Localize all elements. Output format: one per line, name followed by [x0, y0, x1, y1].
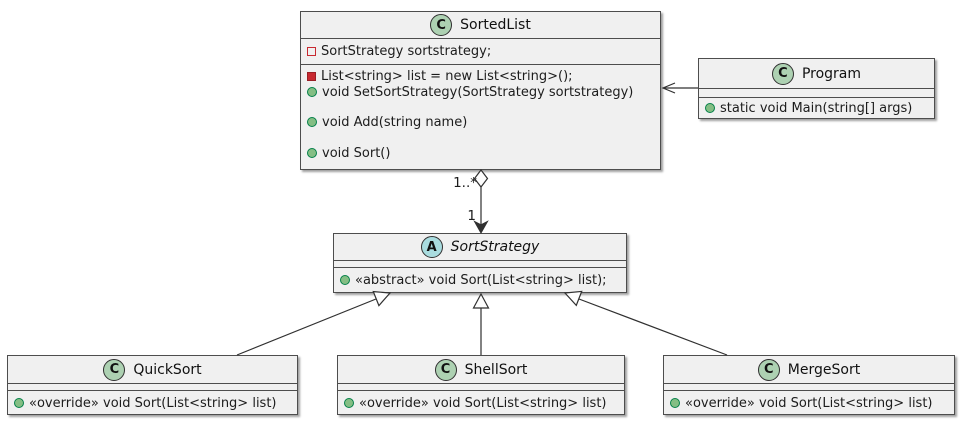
fields-compartment-empty — [664, 384, 954, 391]
methods-compartment: «override» void Sort(List<string> list) — [338, 391, 624, 414]
class-name: QuickSort — [133, 361, 202, 378]
open-arrowhead-icon — [661, 82, 676, 94]
methods-compartment: List<string> list = new List<string>(); … — [301, 65, 660, 169]
filled-arrowhead-icon — [473, 220, 489, 235]
class-icon: C — [757, 358, 780, 381]
class-header-sortedlist: C SortedList — [301, 12, 660, 39]
private-field-icon — [307, 46, 316, 56]
member-text: «override» void Sort(List<string> list) — [29, 395, 277, 411]
hollow-diamond-icon — [473, 169, 489, 188]
class-box-sortedlist: C SortedList SortStrategy sortstrategy; … — [300, 11, 661, 170]
field-row: List<string> list = new List<string>(); — [307, 68, 654, 84]
blank-line — [307, 130, 654, 145]
method-row: void SetSortStrategy(SortStrategy sortst… — [307, 84, 654, 100]
class-box-sortstrategy: A SortStrategy «abstract» void Sort(List… — [333, 233, 627, 293]
method-row: void Sort() — [307, 145, 654, 161]
abstract-class-icon: A — [420, 236, 443, 258]
class-header-quicksort: C QuickSort — [8, 356, 297, 384]
class-name: SortedList — [460, 17, 531, 33]
class-header-program: C Program — [699, 59, 934, 89]
dependency-arrow-program-to-sortedlist — [661, 82, 698, 94]
public-method-icon — [344, 398, 354, 408]
class-icon: C — [430, 14, 453, 36]
multiplicity-label-lower: 1 — [467, 208, 476, 224]
multiplicity-label-upper: 1..* — [453, 175, 477, 191]
field-text: SortStrategy sortstrategy; — [321, 43, 492, 59]
class-box-mergesort: C MergeSort «override» void Sort(List<st… — [663, 355, 955, 415]
method-row: «override» void Sort(List<string> list) — [344, 395, 618, 411]
public-method-icon — [340, 275, 350, 285]
methods-compartment: static void Main(string[] args) — [699, 98, 934, 118]
methods-compartment: «override» void Sort(List<string> list) — [664, 391, 954, 414]
fields-compartment-empty — [8, 384, 297, 391]
class-name: MergeSort — [787, 361, 861, 378]
class-name: SortStrategy — [450, 239, 540, 255]
member-text: void Sort() — [322, 145, 391, 161]
fields-compartment-empty — [338, 384, 624, 391]
class-box-shellsort: C ShellSort «override» void Sort(List<st… — [337, 355, 625, 415]
public-method-icon — [670, 398, 680, 408]
generalization-edge-mergesort-to-sortstrategy — [563, 290, 728, 356]
methods-compartment: «override» void Sort(List<string> list) — [8, 391, 297, 414]
member-text: static void Main(string[] args) — [720, 100, 913, 116]
method-row: static void Main(string[] args) — [705, 100, 928, 116]
method-row: void Add(string name) — [307, 114, 654, 130]
public-method-icon — [307, 87, 317, 97]
class-header-shellsort: C ShellSort — [338, 356, 624, 384]
member-text: «override» void Sort(List<string> list) — [359, 395, 607, 411]
method-row: «abstract» void Sort(List<string> list); — [340, 272, 620, 288]
blank-line — [307, 100, 654, 114]
fields-compartment-empty — [334, 261, 626, 268]
member-text: «abstract» void Sort(List<string> list); — [355, 272, 607, 288]
class-name: ShellSort — [464, 361, 528, 378]
class-box-quicksort: C QuickSort «override» void Sort(List<st… — [7, 355, 298, 415]
class-icon: C — [771, 62, 794, 85]
public-method-icon — [307, 117, 317, 127]
field-row: SortStrategy sortstrategy; — [307, 43, 654, 59]
member-text: void SetSortStrategy(SortStrategy sortst… — [322, 84, 634, 100]
aggregation-edge-sortedlist-to-sortstrategy: 1..* 1 — [453, 169, 489, 235]
hollow-triangle-icon — [563, 290, 583, 307]
private-field-icon — [307, 71, 316, 81]
public-method-icon — [705, 103, 715, 113]
fields-compartment: SortStrategy sortstrategy; — [301, 39, 660, 65]
hollow-triangle-icon — [472, 292, 490, 309]
generalization-edge-quicksort-to-sortstrategy — [236, 290, 392, 356]
member-text: void Add(string name) — [322, 114, 468, 130]
method-row: «override» void Sort(List<string> list) — [670, 395, 948, 411]
hollow-triangle-icon — [372, 290, 392, 307]
class-name: Program — [801, 65, 862, 82]
generalization-edge-shellsort-to-sortstrategy — [472, 292, 490, 355]
fields-compartment-empty — [699, 89, 934, 98]
class-icon: C — [103, 358, 126, 381]
method-row: «override» void Sort(List<string> list) — [14, 395, 291, 411]
methods-compartment: «abstract» void Sort(List<string> list); — [334, 268, 626, 292]
class-header-sortstrategy: A SortStrategy — [334, 234, 626, 261]
class-header-mergesort: C MergeSort — [664, 356, 954, 384]
class-box-program: C Program static void Main(string[] args… — [698, 58, 935, 119]
member-text: List<string> list = new List<string>(); — [321, 68, 573, 84]
member-text: «override» void Sort(List<string> list) — [685, 395, 933, 411]
class-icon: C — [434, 358, 457, 381]
public-method-icon — [307, 148, 317, 158]
public-method-icon — [14, 398, 24, 408]
